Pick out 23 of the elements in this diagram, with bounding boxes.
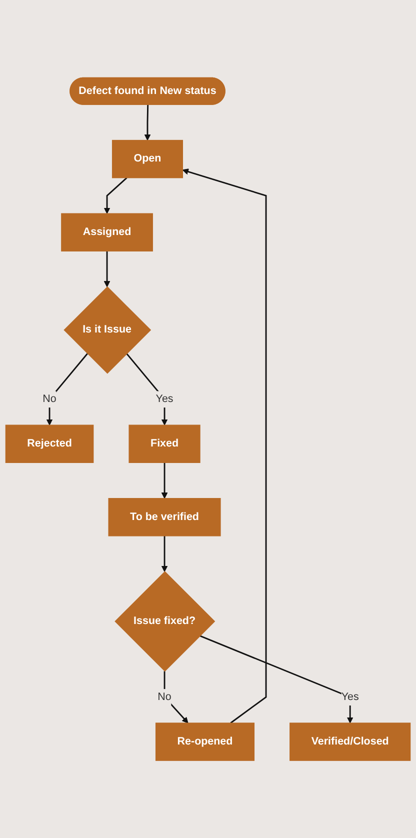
arrow — [46, 353, 88, 426]
node-box: Assigned — [61, 213, 153, 252]
edge-label: Yes — [156, 392, 174, 405]
node-diamond: Issue fixed? — [114, 571, 216, 672]
arrow — [126, 353, 168, 426]
node-box: Re-opened — [155, 722, 255, 761]
arrow — [161, 536, 168, 572]
edge-label: No — [42, 392, 56, 405]
arrow — [161, 462, 168, 499]
arrow — [200, 635, 354, 724]
node-box: Rejected — [5, 424, 94, 463]
node-box: Fixed — [128, 424, 200, 463]
edge-label: No — [158, 690, 172, 702]
edge-label: Yes — [341, 690, 359, 702]
arrow — [182, 168, 267, 724]
node-box: Verified/Closed — [290, 722, 411, 761]
arrow — [164, 671, 188, 724]
node-box: To be verified — [108, 498, 221, 536]
node-diamond: Is it Issue — [64, 286, 152, 374]
arrow — [144, 104, 151, 140]
arrow — [104, 177, 128, 214]
node-box: Open — [112, 140, 183, 178]
arrow — [104, 250, 110, 287]
